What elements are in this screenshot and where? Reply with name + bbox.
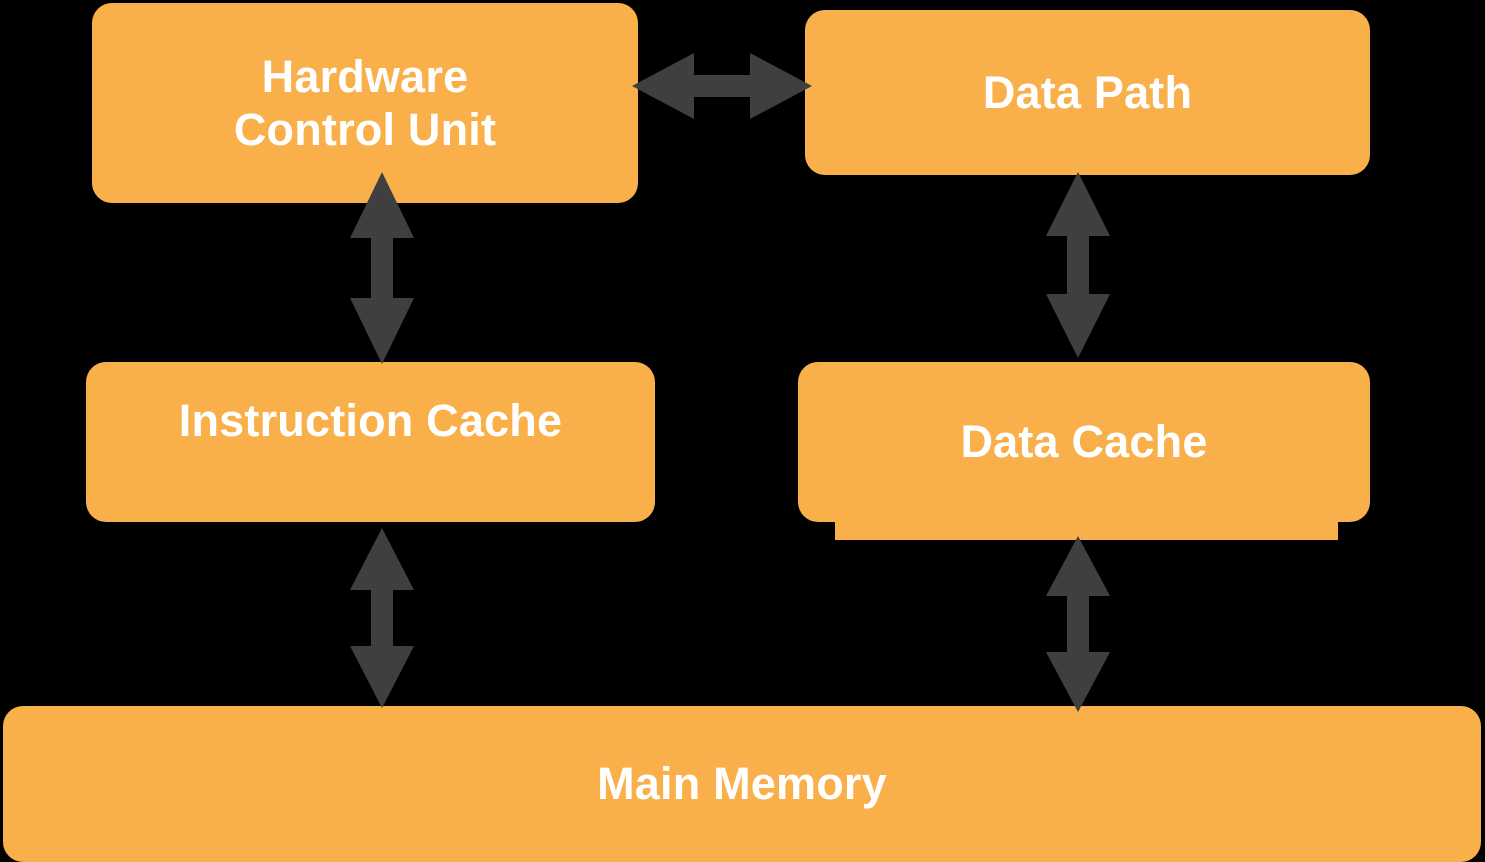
node-data-cache[interactable]: Data Cache bbox=[798, 362, 1370, 522]
node-data-path[interactable]: Data Path bbox=[805, 10, 1370, 175]
node-data-cache-foot bbox=[835, 518, 1338, 540]
arrow-data-cache-to-main-memory-icon bbox=[1045, 536, 1111, 712]
node-label-data-cache: Data Cache bbox=[960, 416, 1208, 468]
arrow-hardware-control-unit-to-data-path-icon bbox=[632, 52, 812, 120]
arrow-hardware-control-unit-to-instruction-cache-icon bbox=[349, 172, 415, 364]
arrow-data-path-to-data-cache-icon bbox=[1045, 172, 1111, 358]
node-label-instruction-cache: Instruction Cache bbox=[178, 395, 563, 446]
node-label-main-memory: Main Memory bbox=[597, 758, 887, 810]
node-label-hardware-control-unit: Hardware Control Unit bbox=[233, 50, 497, 155]
arrow-instruction-cache-to-main-memory-icon bbox=[349, 528, 415, 708]
node-main-memory[interactable]: Main Memory bbox=[3, 706, 1481, 862]
node-label-data-path: Data Path bbox=[982, 66, 1193, 118]
node-instruction-cache[interactable]: Instruction Cache bbox=[86, 362, 655, 522]
node-hardware-control-unit[interactable]: Hardware Control Unit bbox=[92, 3, 638, 203]
